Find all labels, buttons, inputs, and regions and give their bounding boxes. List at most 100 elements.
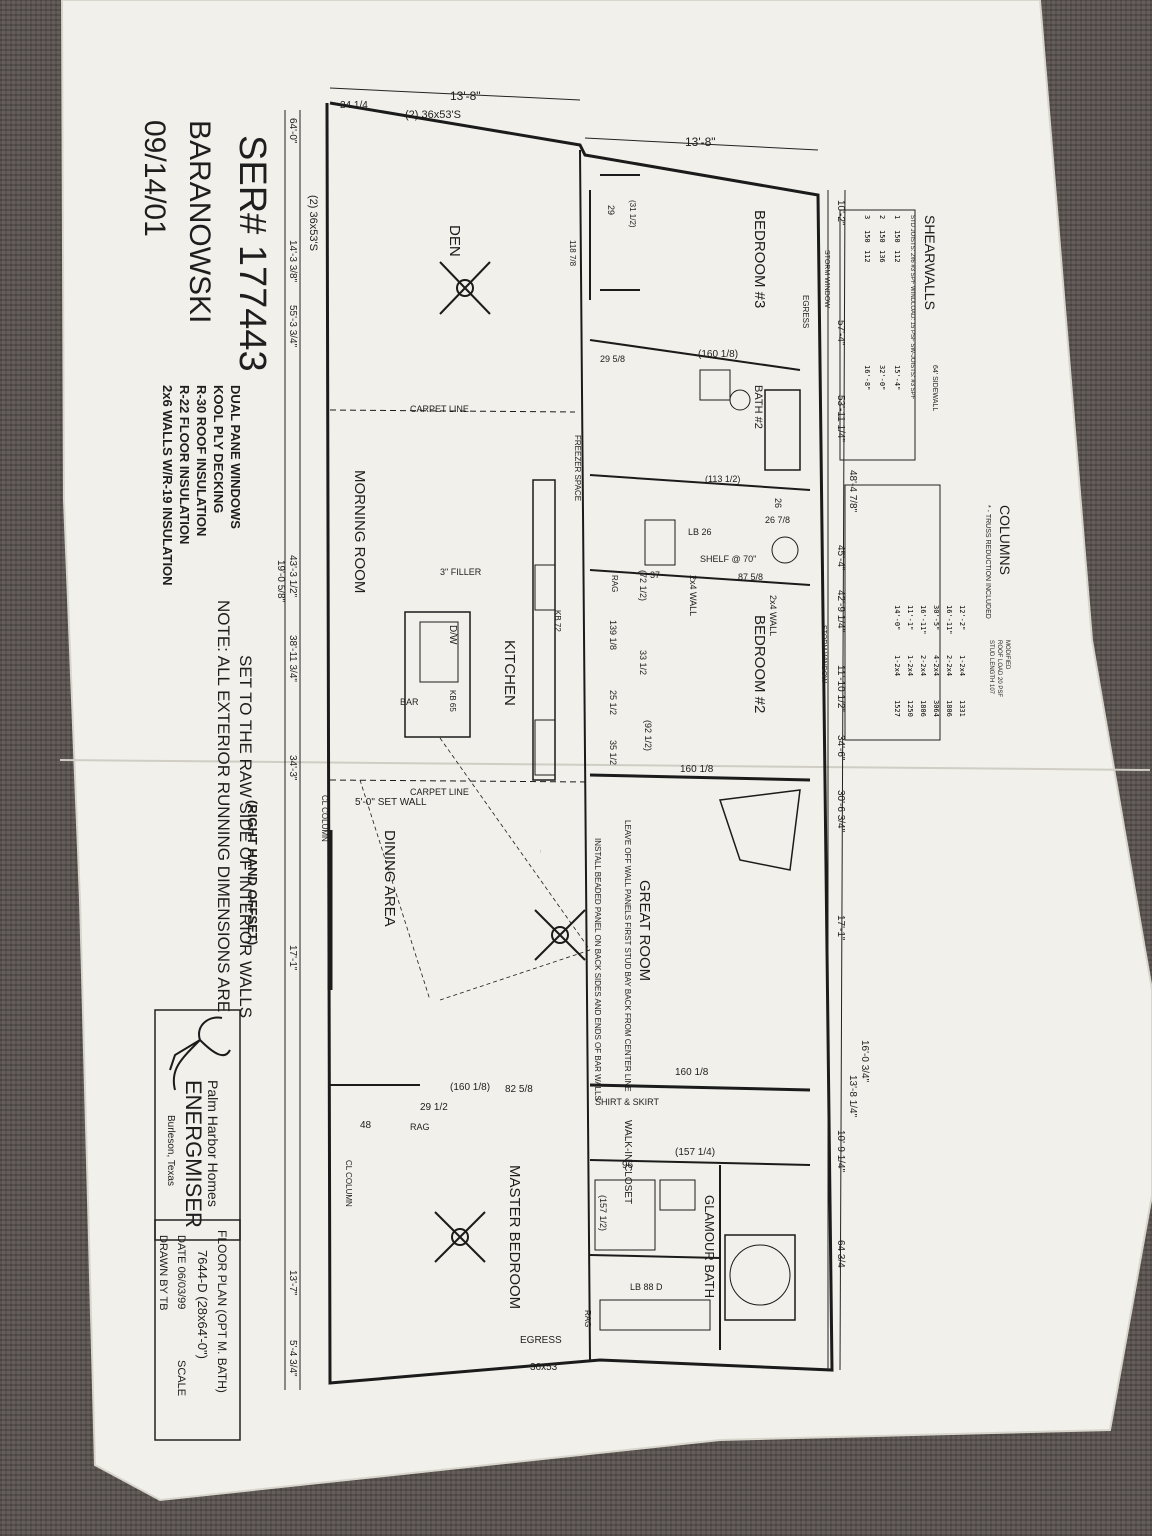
table-cell: 3064 <box>932 700 940 717</box>
spec-line: 2x6 WALLS W/R-19 INSULATION <box>160 385 175 586</box>
dim-label: 43'-3 1/2" <box>287 555 298 598</box>
dim-label: 29 <box>606 205 616 215</box>
dim-label: 37 <box>650 570 660 580</box>
dim-label: BAR <box>400 697 419 707</box>
dim-label: RAG <box>610 575 619 592</box>
dim-label: STORM WINDOW <box>823 250 830 308</box>
table-cell: 14'-0" <box>893 605 901 630</box>
dim-label: RAG <box>583 1310 592 1327</box>
room-label-glamour-bath: GLAMOUR BATH <box>702 1195 717 1298</box>
dim-label: KB 72 <box>553 610 562 632</box>
shearwalls-subtitle: STD JOISTS: 2x6 #3 SPF WINDLOAD: 15 PSF … <box>909 215 915 400</box>
dim-label: (2) 36x53'S <box>405 109 461 121</box>
date-label: DATE 06/03/99 <box>175 1235 187 1309</box>
dim-label: 17'-1" <box>835 915 846 941</box>
columns-detail-line: STUD LENGTH 107 <box>988 640 994 695</box>
dim-label: 45'-4" <box>835 545 846 571</box>
columns-table: COLUMNS * - TRUSS REDUCTION INCLUDED MOD… <box>893 505 1013 717</box>
dim-label: 25 1/2 <box>608 690 618 715</box>
dim-label: 29 1/2 <box>539 850 541 853</box>
ceiling-fan-icon <box>434 1211 486 1263</box>
table-cell: 112 <box>893 250 901 263</box>
dim-label: (157 1/2) <box>598 1195 608 1231</box>
table-cell: 2-2x4 <box>945 655 953 676</box>
table-cell: 1-2x4 <box>958 655 966 676</box>
dim-label: CARPET LINE <box>410 787 469 797</box>
dim-label: 118 7/8 <box>568 240 577 267</box>
dim-label: 16'-0 3/4" <box>859 1040 870 1083</box>
shearwalls-title: SHEARWALLS <box>922 215 938 310</box>
drawn-by: DRAWN BY TB <box>157 1235 169 1311</box>
columns-detail-title: MODIFIED <box>1004 640 1010 670</box>
table-cell: 16'-11" <box>945 605 953 635</box>
dim-label: 11'-10 1/2" <box>835 665 846 712</box>
dim-label: (31 1/2) <box>628 200 637 228</box>
dim-label: 42'-9 1/4" <box>835 590 846 633</box>
model-number: 7644-D (28x64'-0") <box>195 1250 210 1359</box>
dim-label: 64'-0" <box>287 118 298 144</box>
dim-label: 55'-3 3/4" <box>287 305 298 348</box>
dim-label: 13'-8 1/4" <box>847 1075 858 1118</box>
table-cell: 112 <box>863 250 871 263</box>
dim-label: 10'-2" <box>835 200 846 226</box>
dim-label: (160 1/8) <box>698 349 738 360</box>
table-cell: 15'-4" <box>893 365 901 390</box>
room-label-den: DEN <box>446 225 463 257</box>
table-cell: 30'-5" <box>932 605 940 630</box>
dim-label: 96 <box>622 1160 634 1171</box>
owner-name: BARANOWSKI <box>183 120 216 323</box>
dim-label: D/W <box>447 625 458 645</box>
dim-label: 57'-4" <box>835 320 846 346</box>
table-cell: 3 <box>863 215 871 219</box>
dimension-lines <box>284 87 846 1390</box>
dim-label: (113 1/2) <box>705 474 740 484</box>
spec-line: KOOL PLY DECKING <box>211 385 226 513</box>
room-label-great-room: GREAT ROOM <box>636 880 653 981</box>
dim-label: LB 88 D <box>630 1282 663 1292</box>
table-cell: 1 <box>893 215 901 219</box>
dim-label: 2x4 WALL <box>768 595 778 636</box>
dim-label: SHELF @ 70" <box>700 554 756 564</box>
dim-label: 34'-3" <box>287 755 298 781</box>
dim-label: 24 1/4 <box>340 100 368 111</box>
table-cell: 16'-8" <box>863 365 871 390</box>
spec-line: R-22 FLOOR INSULATION <box>177 385 192 544</box>
dim-label: 160 1/8 <box>680 764 714 775</box>
paper-fold <box>59 759 1151 771</box>
dim-label: RAG <box>410 1122 430 1132</box>
palm-tree-logo <box>169 1016 231 1091</box>
dim-label: (92 1/2) <box>643 720 653 751</box>
room-label-walkin-closet: WALK-IN CLOSET <box>622 1120 633 1204</box>
room-label-bath-2: BATH #2 <box>752 385 764 429</box>
table-cell: 1806 <box>945 700 953 717</box>
offset-label: (RIGHT HAND OFFSET) <box>245 800 260 945</box>
dim-label: EGRESS <box>520 1335 562 1346</box>
dim-label: 13'-7" <box>287 1270 298 1296</box>
dim-label: 36x53 <box>530 1362 558 1373</box>
scale-label: SCALE <box>175 1360 187 1396</box>
dim-label: 38'-11 3/4" <box>287 635 298 682</box>
dim-label: LB 26 <box>688 527 712 537</box>
table-cell: 32'-0" <box>878 365 886 390</box>
dim-label: STORM WINDOW <box>820 625 827 683</box>
table-cell: 4-2x4 <box>932 655 940 676</box>
dim-label: INSTALL BEADED PANEL ON BACK SIDES AND E… <box>593 838 602 1101</box>
table-cell: 1331 <box>958 700 966 717</box>
columns-title: COLUMNS <box>997 505 1013 575</box>
dim-label: 139 1/8 <box>608 620 618 650</box>
dim-label: 26 <box>773 498 783 508</box>
table-cell: 2 <box>878 215 886 219</box>
dim-label: 19'-0 5/8" <box>275 560 286 603</box>
dim-label: 3" FILLER <box>440 567 482 577</box>
room-label-bedroom-2: BEDROOM #2 <box>751 615 768 713</box>
dim-label: 48'-4 7/8" <box>847 470 858 513</box>
dim-label: (72 1/2) <box>638 570 648 601</box>
dim-label: KB 65 <box>448 690 457 712</box>
dim-label: 48 <box>360 1120 372 1131</box>
dim-label: 14'-3 3/8" <box>287 240 298 283</box>
dim-label: 53'-11 1/4" <box>835 395 846 442</box>
room-label-bedroom-3: BEDROOM #3 <box>751 210 768 308</box>
dim-label: 2x4 WALL <box>688 575 698 616</box>
room-label-morning-room: MORNING ROOM <box>351 470 368 593</box>
